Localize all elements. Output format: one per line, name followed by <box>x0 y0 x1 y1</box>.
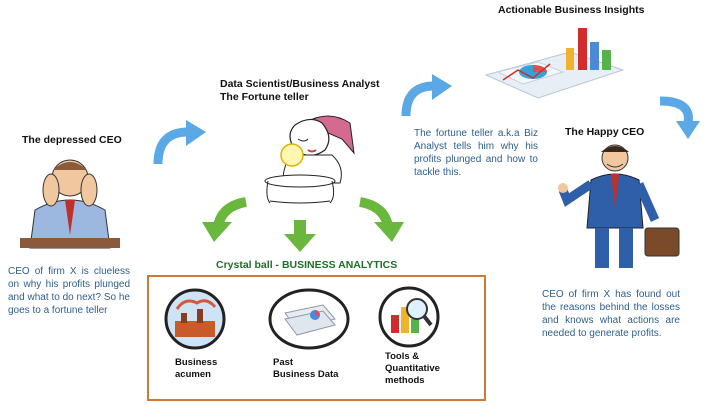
dashboard-illustration <box>484 28 625 99</box>
tools-line2: Quantitative methods <box>385 363 440 386</box>
business-acumen-icon <box>164 288 226 350</box>
happy-ceo-title: The Happy CEO <box>565 126 645 138</box>
item-tools-label: Tools & Quantitative methods <box>385 351 465 387</box>
depressed-ceo-illustration <box>20 159 120 249</box>
depressed-ceo-desc: CEO of firm X is clueless on why his pro… <box>8 266 130 316</box>
fortune-teller-illustration <box>264 115 355 204</box>
green-arrow-middle-icon <box>284 220 316 252</box>
fortune-teller-line2: The Fortune teller <box>220 91 309 103</box>
fortune-teller-title: Data Scientist/Business Analyst The Fort… <box>220 78 380 104</box>
happy-ceo-desc: CEO of firm X has found out the reasons … <box>542 289 680 339</box>
past-business-data-icon <box>268 288 350 350</box>
depressed-ceo-title: The depressed CEO <box>22 134 122 146</box>
business-acumen-line1: Business <box>175 357 218 368</box>
past-data-line2: Business Data <box>273 369 339 380</box>
green-arrow-right-icon <box>358 197 404 242</box>
business-acumen-line2: acumen <box>175 369 211 380</box>
happy-ceo-illustration <box>558 144 680 268</box>
tools-line1: Tools & <box>385 351 420 362</box>
fortune-teller-line1: Data Scientist/Business Analyst <box>220 78 380 90</box>
past-data-line1: Past <box>273 357 294 368</box>
arrow-center-to-insights-icon <box>401 74 452 117</box>
crystal-ball-title: Crystal ball - BUSINESS ANALYTICS <box>216 259 398 271</box>
fortune-teller-desc: The fortune teller a.k.a Biz Analyst tel… <box>414 128 538 178</box>
item-past-business-data-label: Past Business Data <box>273 357 338 381</box>
arrow-left-to-center-icon <box>153 120 206 165</box>
item-business-acumen-label: Business acumen <box>175 357 217 381</box>
arrow-insights-to-happy-icon <box>659 96 700 139</box>
green-arrow-left-icon <box>202 197 248 242</box>
insights-title: Actionable Business Insights <box>498 4 645 16</box>
analytics-box: Business acumen Past Business Data Tools… <box>147 275 486 401</box>
tools-methods-icon <box>378 286 440 348</box>
